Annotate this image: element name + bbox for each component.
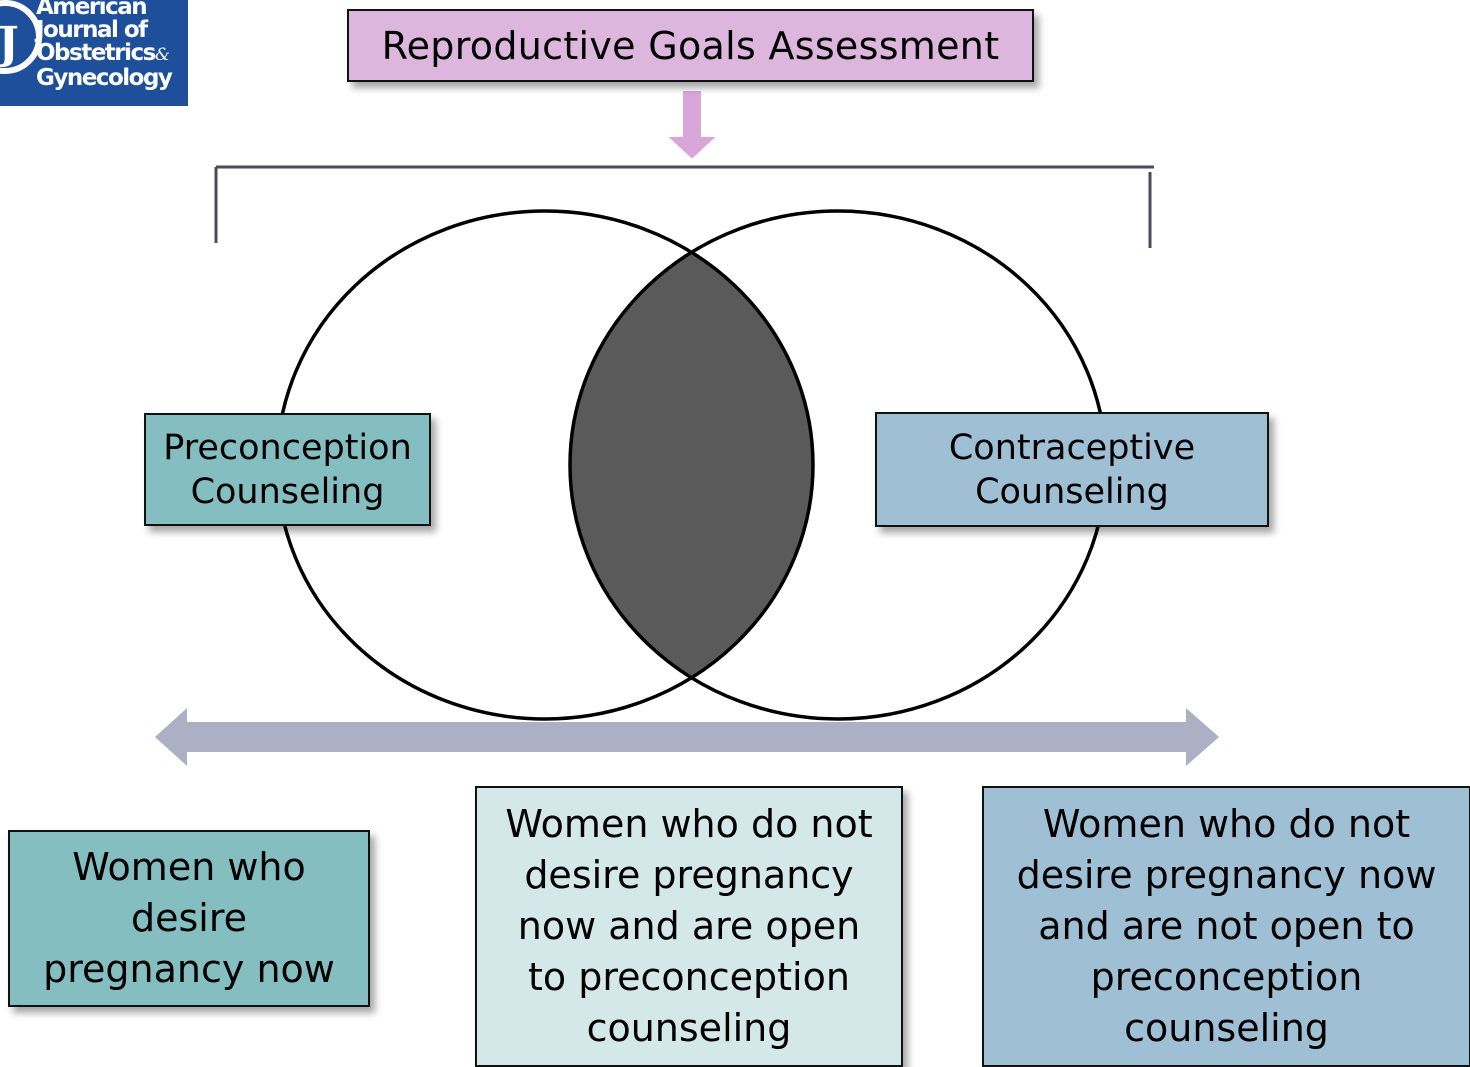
- logo-line-3-text: Obstetrics: [36, 40, 156, 66]
- desire-pregnancy-box: Women who desire pregnancy now: [8, 830, 370, 1007]
- logo-line-4: Gynecology: [36, 65, 173, 91]
- desire-pregnancy-text: Women who desire pregnancy now: [43, 845, 335, 991]
- open-to-preconception-box: Women who do not desire pregnancy now an…: [475, 786, 903, 1067]
- logo-ampersand: &: [154, 45, 170, 65]
- logo-line-2: Journal of: [36, 17, 148, 43]
- logo-line-1: American: [36, 0, 148, 20]
- double-arrow: [155, 708, 1219, 766]
- bracket: [214, 165, 1154, 248]
- journal-logo: J American Journal of Obstetrics& Gyneco…: [0, 0, 188, 106]
- not-open-to-preconception-box: Women who do not desire pregnancy now an…: [982, 786, 1470, 1067]
- title-text: Reproductive Goals Assessment: [381, 23, 1000, 68]
- open-to-preconception-text: Women who do not desire pregnancy now an…: [505, 802, 873, 1050]
- contraceptive-counseling-label: Contraceptive Counseling: [948, 427, 1196, 512]
- down-arrow: [663, 89, 721, 162]
- logo-text: American Journal of Obstetrics& Gynecolo…: [36, 0, 173, 91]
- venn-overlap-region: [570, 211, 813, 719]
- contraceptive-counseling-box: Contraceptive Counseling: [875, 412, 1269, 527]
- title-box: Reproductive Goals Assessment: [347, 9, 1034, 82]
- logo-line-3: Obstetrics&: [36, 42, 171, 67]
- preconception-counseling-label: Preconception Counseling: [163, 427, 412, 512]
- preconception-counseling-box: Preconception Counseling: [144, 413, 431, 526]
- not-open-to-preconception-text: Women who do not desire pregnancy now an…: [1016, 802, 1437, 1050]
- logo-letter: J: [0, 18, 19, 69]
